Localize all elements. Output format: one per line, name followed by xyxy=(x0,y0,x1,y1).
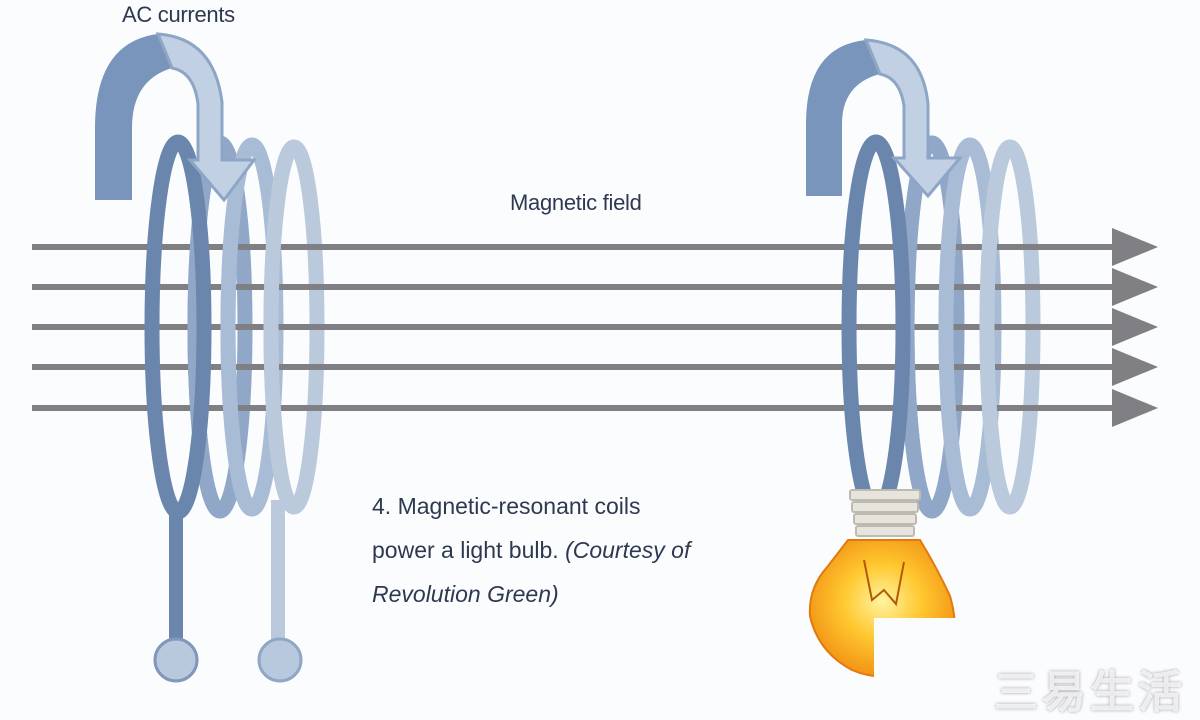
light-bulb-icon xyxy=(808,489,964,694)
coil-front-arc xyxy=(979,139,1013,515)
current-arrow-head xyxy=(155,32,257,203)
watermark-logo: 三易生活 xyxy=(994,668,1186,717)
ac-currents-label: AC currents xyxy=(122,2,235,27)
caption-credit-end: Revolution Green) xyxy=(372,581,559,607)
bulb-base-band xyxy=(849,489,921,501)
field-arrowhead xyxy=(1112,268,1158,306)
bulb-base-band xyxy=(851,501,919,513)
caption-line-1-text: 4. Magnetic-resonant coils xyxy=(372,493,641,519)
bulb-base-band xyxy=(853,513,917,525)
bulb-occluder xyxy=(874,618,964,694)
field-arrowheads xyxy=(1112,228,1158,427)
current-arrow-icon xyxy=(806,38,964,199)
field-arrowhead xyxy=(1112,389,1158,427)
current-arrow-tail xyxy=(806,40,880,196)
field-arrowhead xyxy=(1112,308,1158,346)
field-arrowhead xyxy=(1112,228,1158,266)
figure-caption: 4. Magnetic-resonant coils power a light… xyxy=(372,484,792,616)
current-arrow-head xyxy=(863,38,964,199)
terminal-left xyxy=(153,637,199,683)
magnetic-field-label: Magnetic field xyxy=(510,190,642,215)
current-arrow-tail xyxy=(95,34,172,200)
coil-front-arc xyxy=(263,139,297,515)
caption-line-2-text: power a light bulb. xyxy=(372,537,559,563)
caption-line-2: power a light bulb. (Courtesy of xyxy=(372,528,792,572)
bulb-base-band xyxy=(855,525,915,537)
current-arrow-icon xyxy=(95,32,257,203)
caption-credit-start: (Courtesy of xyxy=(565,537,691,563)
terminal-right xyxy=(257,637,303,683)
caption-line-3: Revolution Green) xyxy=(372,572,792,616)
caption-line-1: 4. Magnetic-resonant coils xyxy=(372,484,792,528)
coil-front-arc xyxy=(938,137,973,517)
field-arrowhead xyxy=(1112,348,1158,386)
transmitter-leads xyxy=(153,500,303,683)
bulb-filament xyxy=(863,559,905,607)
